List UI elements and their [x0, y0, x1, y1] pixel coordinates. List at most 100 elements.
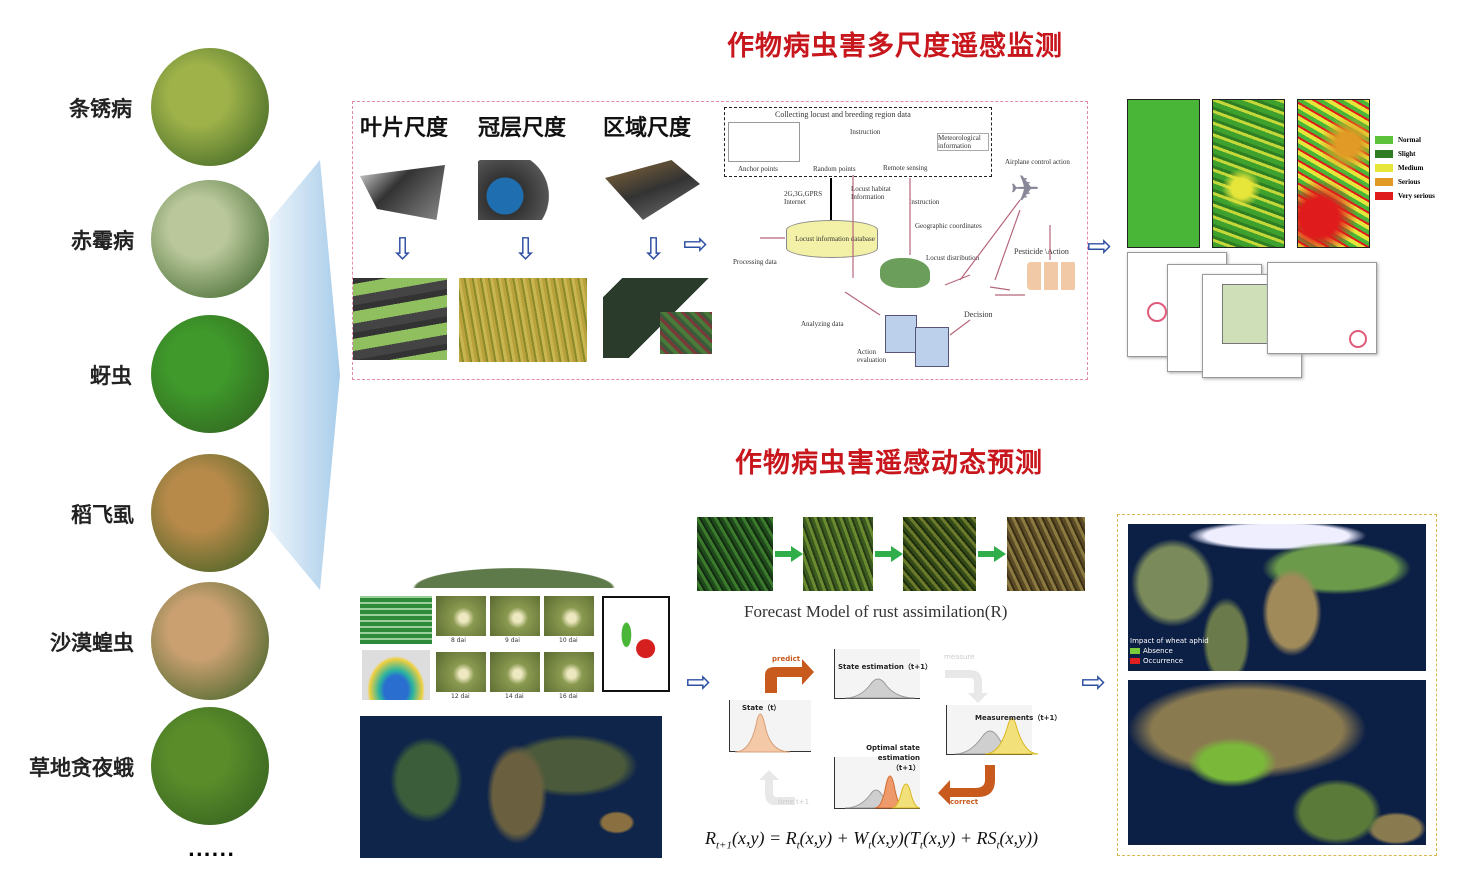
scale-region: 区域尺度	[603, 116, 692, 141]
satellite-network-image	[358, 508, 670, 588]
pesticide-label: Pesticide \Action	[1014, 247, 1069, 256]
scale-leaf: 叶片尺度	[360, 116, 449, 141]
lesion-micrograph	[436, 596, 486, 636]
airplane-label: Airplane control action	[1005, 158, 1070, 166]
assimilation-formula: Rt+1(x,y) = Rt(x,y) + Wt(x,y)(Tt(x,y) + …	[705, 828, 1039, 852]
aphid-legend: Impact of wheat aphid Absence Occurrence	[1130, 636, 1209, 666]
collect-data-box	[724, 107, 992, 177]
legend-swatch	[1375, 164, 1393, 172]
habitat-label: Locust habitat Information	[851, 185, 891, 201]
severity-map-1	[1127, 99, 1200, 248]
right-arrow-icon: ⇨	[1081, 665, 1107, 700]
down-arrow-icon: ⇩	[641, 232, 667, 267]
3d-surface-plot	[362, 650, 430, 700]
legend-item: Serious	[1375, 178, 1435, 186]
dai-label: 12 dai	[451, 693, 470, 700]
legend-label: Very serious	[1398, 192, 1435, 200]
green-arrow-icon	[775, 546, 803, 562]
region-zoom-image	[660, 312, 712, 354]
leaf-scale-image	[353, 278, 447, 360]
pest-photo	[151, 454, 269, 572]
anchor-points-label: Anchor points	[738, 165, 778, 173]
severity-map-2	[1212, 99, 1285, 248]
crop-stage-1	[697, 517, 773, 591]
legend-label: Slight	[1398, 150, 1416, 158]
correct-label: correct	[950, 798, 979, 806]
canopy-scale-image	[459, 278, 587, 362]
legend-item: Normal	[1375, 136, 1435, 144]
leaf-model-diagram	[360, 596, 432, 644]
meteo-label: Meteorological information	[937, 133, 989, 151]
lesion-micrograph	[544, 596, 594, 636]
legend-swatch	[1375, 178, 1393, 186]
collect-title: Collecting locust and breeding region da…	[775, 110, 911, 119]
green-arrow-icon	[978, 546, 1006, 562]
database-label: Locust information database	[795, 235, 875, 243]
distribution-curves	[734, 659, 1039, 809]
prediction-maps-panel	[1117, 514, 1437, 856]
lesion-micrograph	[490, 652, 540, 692]
legend-item: Medium	[1375, 164, 1435, 172]
aphid-world-map	[1128, 524, 1426, 671]
state-estimation-label: State estimation（t+1）	[838, 663, 932, 671]
crop-stage-3	[903, 517, 976, 591]
random-points-label: Random points	[813, 165, 856, 173]
legend-swatch	[1375, 150, 1393, 158]
dai-label: 9 dai	[505, 637, 520, 644]
flow-arrows	[760, 175, 1051, 336]
pest-label: 赤霉病	[71, 229, 134, 253]
severity-map-3	[1297, 99, 1370, 248]
pest-label: 沙漠蝗虫	[50, 631, 134, 655]
more-ellipsis: ......	[188, 840, 236, 861]
measurements-label: Measurements（t+1）	[975, 714, 1062, 722]
legend-item: Slight	[1375, 150, 1435, 158]
processing-label: Processing data	[733, 258, 777, 266]
lesion-micrograph	[436, 652, 486, 692]
wedge-arrow-icon	[270, 160, 340, 590]
bottom-section-title: 作物病虫害遥感动态预测	[735, 448, 1043, 479]
time-label: time t+1	[778, 798, 810, 806]
asia-prediction-map	[1128, 680, 1426, 845]
state-t-label: State（t）	[742, 704, 781, 712]
database-cylinder	[786, 220, 878, 258]
occurrence-label: Occurrence	[1143, 657, 1184, 665]
pest-photo	[151, 315, 269, 433]
scale-canopy: 冠层尺度	[478, 116, 567, 141]
instruction2-label: Instruction	[909, 198, 940, 206]
legend-label: Serious	[1398, 178, 1421, 186]
absence-label: Absence	[1143, 647, 1173, 655]
lesion-micrograph	[544, 652, 594, 692]
forecast-caption: Forecast Model of rust assimilation(R)	[744, 602, 1008, 621]
pest-label: 条锈病	[69, 97, 132, 121]
analyzing-label: Analyzing data	[801, 320, 844, 328]
china-map-icon	[880, 258, 930, 288]
dai-label: 14 dai	[505, 693, 524, 700]
optimal-label: Optimal state estimation（t+1）	[866, 744, 920, 772]
spread-map	[602, 596, 670, 692]
geo-label: Geographic coordinates	[915, 222, 982, 230]
aphid-legend-title: Impact of wheat aphid	[1130, 637, 1209, 645]
crop-stage-2	[803, 517, 873, 591]
remote-sensing-label: Remote sensing	[883, 164, 928, 172]
network-label: 2G,3G,GPRS Internet	[784, 190, 823, 206]
measure-label: measure	[944, 653, 975, 661]
world-map-night	[360, 716, 662, 858]
instruction-label: Instruction	[850, 128, 881, 136]
pest-label: 草地贪夜蛾	[29, 756, 134, 780]
evaluation-doc	[915, 327, 949, 367]
distribution-label: Locust distribution	[926, 254, 980, 262]
pest-photo	[151, 707, 269, 825]
legend-label: Medium	[1398, 164, 1424, 172]
green-arrow-icon	[875, 546, 903, 562]
legend-label: Normal	[1398, 136, 1421, 144]
pesticide-barrels-icon	[1027, 262, 1077, 290]
pest-photo	[151, 180, 269, 298]
canopy-spectrometer-image	[478, 160, 568, 220]
evaluation-label: Action evaluation	[857, 348, 887, 364]
right-arrow-icon: ⇨	[1087, 229, 1113, 264]
airplane-icon: ✈	[1010, 169, 1041, 210]
legend-item: Very serious	[1375, 192, 1435, 200]
sensor-network-thumb	[728, 122, 800, 162]
decision-label: Decision	[964, 310, 993, 319]
